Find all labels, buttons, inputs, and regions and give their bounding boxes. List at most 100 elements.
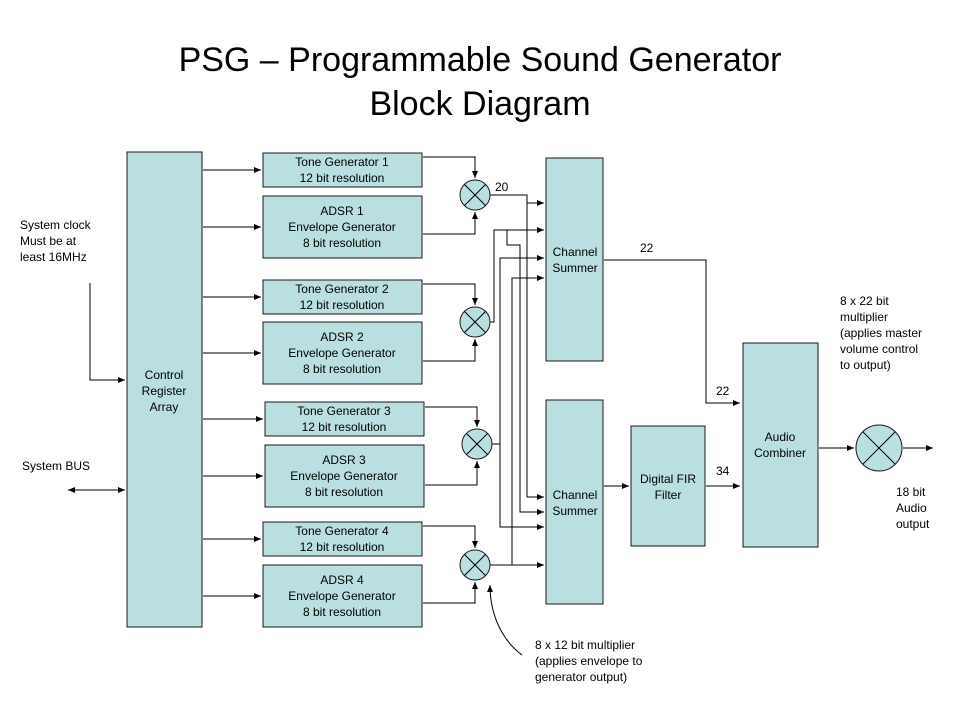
text-line: generator output) (535, 670, 627, 684)
wire-mult4-summer-top (490, 275, 544, 566)
text-line: Summer (552, 261, 597, 275)
adsr-2: ADSR 2 Envelope Generator 8 bit resolution (262, 321, 423, 385)
adsr-2-label: ADSR 2 Envelope Generator 8 bit resolution (288, 330, 395, 376)
wire-mult3-summer-bottom (499, 444, 544, 530)
bus-width-22-top: 22 (640, 241, 654, 255)
wires (68, 156, 933, 656)
text-line: Envelope Generator (288, 346, 395, 360)
text-line: Tone Generator 4 (295, 524, 389, 538)
text-line: Tone Generator 1 (295, 155, 389, 169)
text-line: Tone Generator 3 (297, 404, 391, 418)
text-line: Envelope Generator (288, 220, 395, 234)
wire-summer-top-combiner (604, 259, 740, 406)
adsr-1: ADSR 1 Envelope Generator 8 bit resolution (262, 195, 423, 259)
tone-generator-1: Tone Generator 1 12 bit resolution (262, 152, 423, 188)
text-line: 8 bit resolution (305, 485, 383, 499)
tone-generator-3-label: Tone Generator 3 12 bit resolution (297, 404, 391, 434)
tone-generator-2: Tone Generator 2 12 bit resolution (262, 279, 423, 315)
diagram-title-line-2: Block Diagram (369, 85, 591, 123)
master-multiplier-icon (855, 424, 903, 472)
text-line: ADSR 1 (320, 204, 364, 218)
text-line: 8 bit resolution (303, 362, 381, 376)
envelope-multiplier-note: 8 x 12 bit multiplier (applies envelope t… (535, 638, 643, 684)
tone-generator-1-label: Tone Generator 1 12 bit resolution (295, 155, 389, 185)
system-bus-label: System BUS (22, 459, 90, 473)
bus-width-34: 34 (716, 464, 730, 478)
wire-mult2-summer-bottom (506, 230, 544, 515)
adsr-4-label: ADSR 4 Envelope Generator 8 bit resolution (288, 573, 395, 619)
text-line: 12 bit resolution (300, 540, 385, 554)
text-line: (applies envelope to (535, 654, 643, 668)
text-line: 18 bit (896, 485, 926, 499)
text-line: Filter (655, 488, 682, 502)
text-line: ADSR 3 (322, 453, 366, 467)
text-line: Audio (896, 501, 927, 515)
bus-width-22-mid: 22 (716, 384, 730, 398)
adsr-1-label: ADSR 1 Envelope Generator 8 bit resolution (288, 204, 395, 250)
multiplier-1-icon (459, 179, 491, 211)
text-line: to output) (840, 358, 891, 372)
text-line: 8 bit resolution (303, 236, 381, 250)
digital-fir-filter-label: Digital FIR Filter (640, 472, 696, 502)
wire-tone3-mult3 (425, 406, 480, 427)
text-line: 8 x 22 bit (840, 294, 889, 308)
text-line: Channel (553, 245, 598, 259)
text-line: Combiner (754, 446, 806, 460)
text-line: Digital FIR (640, 472, 696, 486)
wire-adsr1-mult1 (423, 212, 478, 235)
text-line: System clock (20, 218, 92, 232)
text-line: (applies master (840, 326, 922, 340)
wire-mult2-summer-top (490, 227, 544, 323)
text-line: Array (150, 400, 179, 414)
text-line: Channel (553, 488, 598, 502)
text-line: 8 x 12 bit multiplier (535, 638, 635, 652)
text-line: Envelope Generator (290, 469, 397, 483)
bus-width-20: 20 (495, 180, 509, 194)
wire-system-clock (89, 283, 125, 383)
wire-note-pointer (487, 584, 523, 656)
text-line: 12 bit resolution (300, 298, 385, 312)
text-line: output (896, 517, 930, 531)
text-line: Must be at (20, 234, 77, 248)
tone-generator-3: Tone Generator 3 12 bit resolution (264, 401, 425, 437)
text-line: 12 bit resolution (300, 171, 385, 185)
wire-adsr2-mult2 (423, 339, 478, 362)
text-line: ADSR 4 (320, 573, 364, 587)
digital-fir-filter: Digital FIR Filter (630, 425, 706, 547)
text-line: 22 (640, 241, 654, 255)
multiplier-3-icon (461, 428, 493, 460)
text-line: least 16MHz (20, 250, 87, 264)
wire-mult1-summer-bottom (490, 194, 544, 500)
wire-mult3-summer-top (492, 255, 544, 445)
text-line: 12 bit resolution (302, 420, 387, 434)
text-line: Register (142, 384, 187, 398)
text-line: Envelope Generator (288, 589, 395, 603)
wire-tone1-mult1 (423, 156, 478, 178)
tone-generator-2-label: Tone Generator 2 12 bit resolution (295, 282, 389, 312)
adsr-3: ADSR 3 Envelope Generator 8 bit resolution (264, 444, 425, 508)
adsr-3-label: ADSR 3 Envelope Generator 8 bit resolution (290, 453, 397, 499)
text-line: volume control (840, 342, 918, 356)
adsr-4: ADSR 4 Envelope Generator 8 bit resolution (262, 564, 423, 628)
multiplier-4-icon (459, 549, 491, 581)
text-line: Tone Generator 2 (295, 282, 389, 296)
text-line: ADSR 2 (320, 330, 364, 344)
text-line: 34 (716, 464, 730, 478)
text-line: 20 (495, 180, 509, 194)
wire-adsr4-mult4 (423, 582, 478, 604)
text-line: 8 bit resolution (303, 605, 381, 619)
tone-generator-4: Tone Generator 4 12 bit resolution (262, 521, 423, 557)
wire-tone2-mult2 (423, 283, 478, 305)
text-line: Control (145, 368, 184, 382)
